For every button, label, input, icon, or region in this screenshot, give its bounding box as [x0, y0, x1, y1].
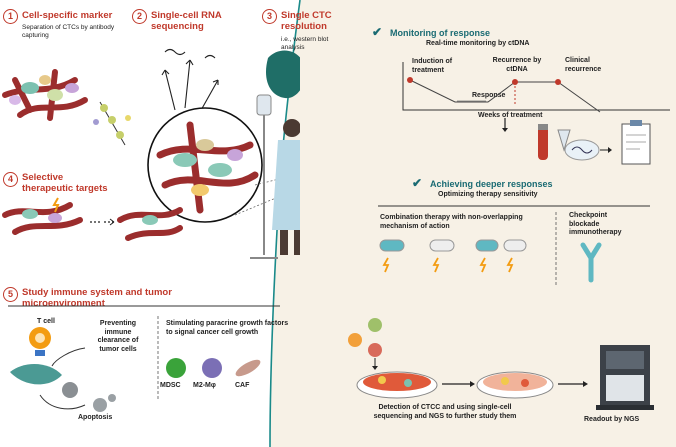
- single-cell-rna-title: Single-cell RNA sequencing: [151, 10, 222, 32]
- deeper-subtitle: Optimizing therapy sensitivity: [438, 191, 538, 198]
- selective-targets-icon: [2, 197, 183, 241]
- tcell-label: T cell: [37, 318, 55, 325]
- m2-macrophage-cell-icon: [202, 358, 222, 378]
- antibody-y-icon: [580, 242, 602, 283]
- step-number-3: 3: [262, 9, 277, 24]
- magnified-circle: [147, 107, 263, 223]
- step-number-5: 5: [3, 287, 18, 302]
- mdsc-label: MDSC: [160, 382, 181, 389]
- induction-marker: [407, 77, 413, 83]
- caf-label: CAF: [235, 382, 250, 389]
- checkpoint-label: Checkpoint blockade immunotherapy: [569, 212, 622, 236]
- clinical-recurrence-label: Clinical recurrence: [565, 57, 602, 73]
- preventing-label: Preventing immune clearance of tumor cel…: [97, 320, 139, 353]
- mdsc-cell-icon: [166, 358, 186, 378]
- step-number-1: 1: [3, 9, 18, 24]
- monitoring-title: Monitoring of response: [390, 28, 490, 38]
- cell-green-icon: [368, 318, 382, 332]
- deeper-title: Achieving deeper responses: [430, 179, 553, 189]
- immune-system-title: Study immune system and tumor microenvir…: [22, 287, 172, 309]
- cell-red-icon: [368, 343, 382, 357]
- petri-dish-1-icon: [356, 371, 438, 399]
- single-ctc-title: Single CTC resolution: [281, 10, 332, 32]
- cell-specific-marker-title: Cell-specific marker: [22, 10, 113, 21]
- response-label: Response: [472, 92, 506, 99]
- induction-label: Induction of treatment: [412, 58, 453, 74]
- capsule-pair-icon: [475, 239, 527, 273]
- cell-specific-marker-desc: Separation of CTCs by antibody capturing: [22, 24, 115, 39]
- capsule-teal-icon: [379, 239, 405, 273]
- left-illustrations: [2, 48, 300, 412]
- step-number-2: 2: [132, 9, 147, 24]
- apoptosis-label: Apoptosis: [78, 414, 113, 421]
- tumor-cell-icon: [10, 364, 62, 385]
- readout-label: Readout by NGS: [584, 416, 640, 423]
- apoptosis-cell-icon: [62, 382, 78, 398]
- ngs-sequencer-icon: [596, 345, 654, 410]
- right-illustrations: [348, 62, 670, 410]
- response-curve: [409, 79, 601, 113]
- vial-icon: [557, 129, 571, 152]
- capsule-white-icon: [429, 239, 455, 273]
- deeper-check-icon: ✔: [412, 176, 423, 190]
- cell-orange-icon: [348, 333, 362, 347]
- right-panel-bg: [270, 0, 676, 447]
- western-blot-blob-icon: [266, 50, 300, 99]
- patient-iv-icon: [250, 94, 300, 259]
- antibody-chain-icon: [93, 101, 131, 146]
- graph-axes: [402, 62, 670, 111]
- selective-targets-title: Selective therapeutic targets: [22, 172, 108, 194]
- petri-dish-2-icon: [476, 371, 554, 399]
- detection-label: Detection of CTCC and using single-cell …: [373, 404, 517, 420]
- clipboard-icon: [621, 123, 651, 165]
- recurrence-ctdna-label: Recurrence by ctDNA: [492, 57, 542, 73]
- monitoring-check-icon: ✔: [372, 25, 383, 39]
- stimulating-label: Stimulating paracrine growth factors to …: [166, 320, 289, 336]
- sequencing-arrows-icon: [161, 48, 219, 113]
- clinical-recurrence-marker: [555, 79, 561, 85]
- blood-tube-icon: [538, 126, 548, 160]
- caf-cell-icon: [235, 359, 261, 377]
- monitoring-subtitle: Real-time monitoring by ctDNA: [426, 40, 530, 47]
- weeks-label: Weeks of treatment: [478, 112, 543, 119]
- vessel-cluster-icon: [2, 69, 88, 121]
- single-ctc-desc: i.e., western blot analysis: [281, 36, 329, 51]
- m2-macrophage-label: M2-Mφ: [193, 382, 216, 389]
- step-number-4: 4: [3, 172, 18, 187]
- combination-label: Combination therapy with non-overlapping…: [380, 214, 523, 230]
